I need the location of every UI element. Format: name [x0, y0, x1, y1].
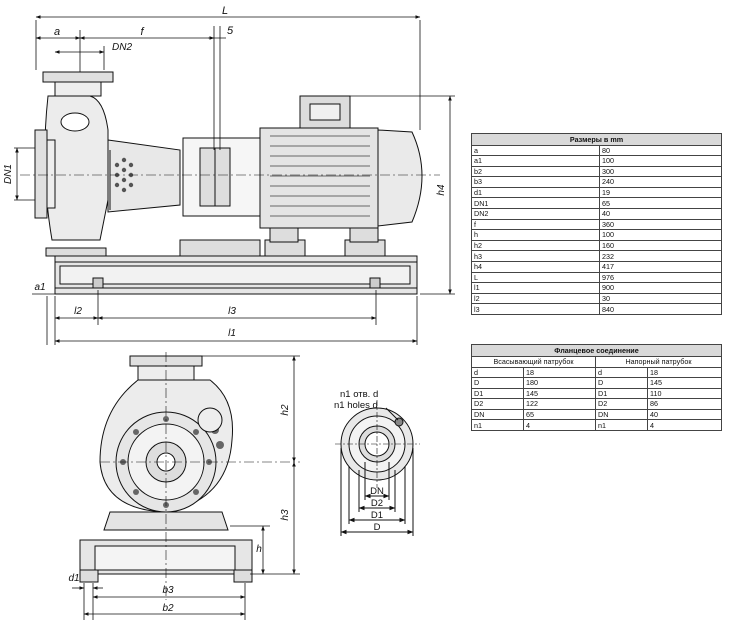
label-l3: l3 [228, 306, 236, 317]
front-view-dimensions [72, 355, 300, 620]
label-D: D [374, 522, 381, 533]
label-d1: d1 [68, 573, 79, 584]
label-h: h [256, 544, 262, 555]
label-a1: a1 [34, 282, 45, 293]
label-D2: D2 [371, 498, 383, 509]
side-view [20, 71, 440, 295]
drawing-labels: L a f 5 DN2 DN1 h4 a1 l2 l3 l1 h2 h3 h d… [3, 5, 447, 614]
label-holes-en: n1 holes d [334, 400, 378, 411]
label-b3: b3 [162, 585, 174, 596]
front-view [79, 352, 300, 600]
label-a: a [54, 26, 60, 38]
discharge-header: Напорный патрубок [595, 355, 722, 368]
side-view-dimensions [14, 15, 455, 345]
label-5: 5 [227, 25, 234, 37]
label-D1: D1 [371, 510, 383, 521]
label-h2: h2 [280, 404, 291, 416]
label-holes-ru: n1 отв. d [340, 389, 378, 400]
dimensions-table-title: Размеры в mm [471, 133, 722, 146]
label-h3: h3 [280, 509, 291, 521]
label-dn1: DN1 [3, 164, 14, 184]
flange-table-title: Фланцевое соединение [471, 344, 722, 357]
flange-view [335, 400, 420, 536]
label-L: L [222, 5, 228, 17]
label-b2: b2 [162, 603, 174, 614]
flange-table: Фланцевое соединение Всасывающий патрубо… [471, 344, 722, 432]
label-dn2: DN2 [112, 42, 132, 53]
label-dn: DN [370, 486, 384, 497]
label-f: f [140, 26, 144, 38]
suction-header: Всасывающий патрубок [471, 355, 596, 368]
label-l1: l1 [228, 328, 236, 339]
label-l2: l2 [74, 306, 82, 317]
label-h4: h4 [436, 184, 447, 196]
